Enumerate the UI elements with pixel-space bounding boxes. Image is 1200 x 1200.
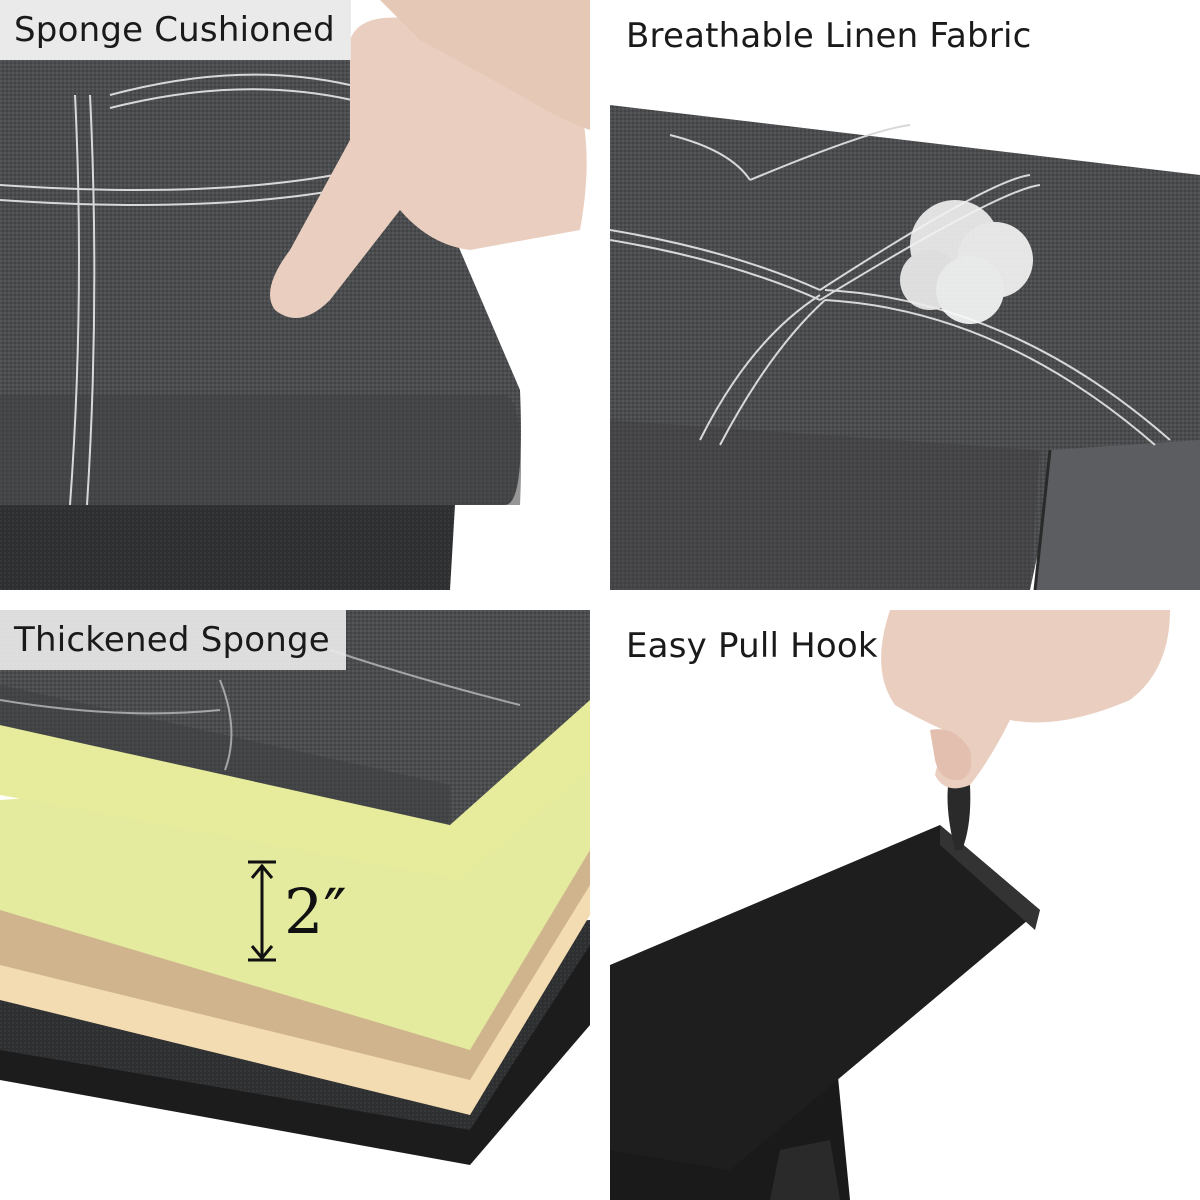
thickness-value: 2″ xyxy=(284,875,347,948)
cushion-closeup-photo xyxy=(0,0,590,590)
caption-thickened-sponge: Thickened Sponge xyxy=(0,610,346,670)
panel-breathable-linen: Breathable Linen Fabric xyxy=(610,0,1200,590)
caption-sponge-cushioned: Sponge Cushioned xyxy=(0,0,351,60)
thickness-marker xyxy=(248,860,276,962)
caption-breathable-linen-fabric: Breathable Linen Fabric xyxy=(626,16,1032,56)
pull-hook-photo xyxy=(610,610,1200,1200)
panel-sponge-cushioned: Sponge Cushioned xyxy=(0,0,590,590)
linen-fabric-photo xyxy=(610,0,1200,590)
caption-easy-pull-hook: Easy Pull Hook xyxy=(626,626,878,666)
sponge-layers-diagram xyxy=(0,610,590,1200)
panel-thickened-sponge: 2″ Thickened Sponge xyxy=(0,610,590,1200)
panel-easy-pull-hook: Easy Pull Hook xyxy=(610,610,1200,1200)
